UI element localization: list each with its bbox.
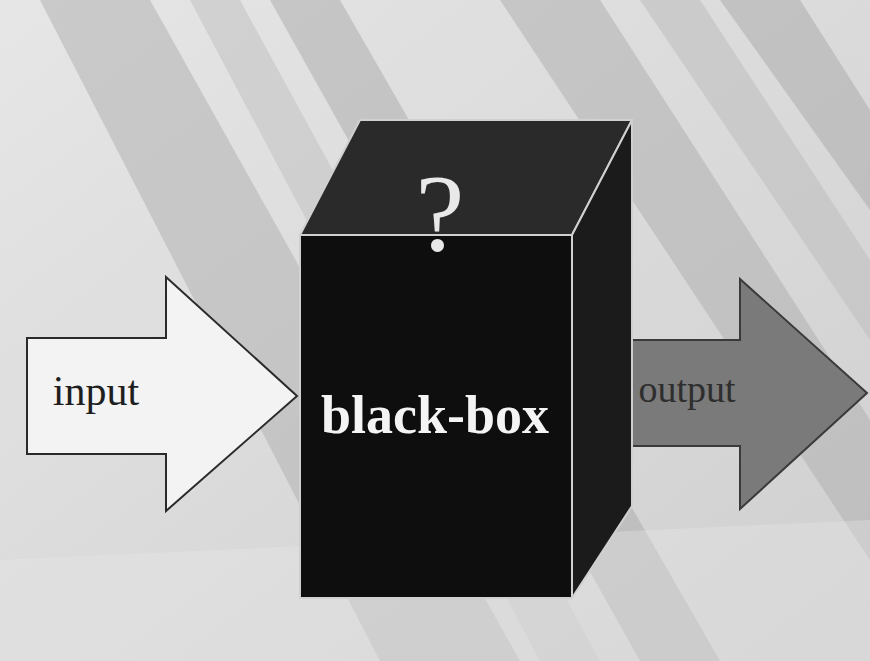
cube-side-face	[572, 120, 632, 598]
box-label: black-box	[300, 388, 570, 442]
question-mark: ?	[400, 158, 480, 268]
arrow-label: output	[632, 370, 742, 408]
diagonal-stripe	[720, 0, 870, 210]
output-arrow: output	[598, 278, 868, 510]
arrow-outline	[599, 279, 867, 509]
arrow-outline	[27, 277, 297, 511]
arrow-label: input	[26, 370, 166, 412]
input-arrow: input	[26, 276, 298, 512]
black-box: ? black-box	[298, 118, 632, 600]
cube-front-face	[300, 235, 572, 598]
black-box-shape	[298, 118, 632, 600]
diagonal-stripe	[640, 0, 870, 340]
